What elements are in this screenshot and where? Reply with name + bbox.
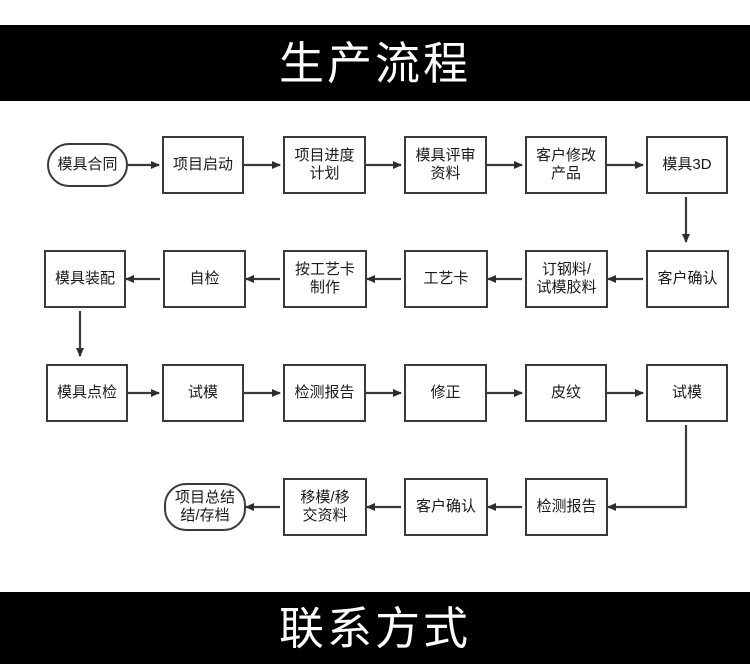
flow-node-label: 工艺卡 — [423, 270, 469, 288]
flow-node-label: 试模 — [187, 384, 218, 402]
flow-node-label: 模具合同 — [57, 156, 118, 174]
flow-node-r3c5[interactable]: 皮纹 — [525, 364, 607, 422]
flow-node-label: 移模/移 交资料 — [300, 489, 350, 524]
flow-node-r3c3[interactable]: 检测报告 — [283, 364, 366, 422]
flow-node-label: 项目总结 结/存档 — [174, 489, 235, 524]
flow-node-r4c4[interactable]: 客户确认 — [404, 478, 488, 536]
page-title: 生产流程 — [278, 37, 471, 89]
flow-node-r3c4[interactable]: 修正 — [404, 364, 487, 422]
flow-node-r2c2[interactable]: 自检 — [163, 250, 246, 308]
flow-node-label: 项目启动 — [172, 156, 233, 174]
flow-node-r3c6[interactable]: 试模 — [646, 364, 728, 422]
header-banner: 生产流程 — [0, 25, 750, 101]
flow-node-r1c3[interactable]: 项目进度 计划 — [283, 136, 366, 194]
flow-node-r1c5[interactable]: 客户修改 产品 — [525, 136, 607, 194]
flowchart-canvas: 模具合同 项目启动 项目进度 计划 模具评审 资料 客户修改 产品 模具3D 模… — [0, 101, 750, 592]
flow-node-r1c1[interactable]: 模具合同 — [47, 143, 128, 187]
flow-node-label: 检测报告 — [294, 384, 355, 402]
flow-node-label: 模具3D — [662, 156, 712, 174]
flow-node-r1c2[interactable]: 项目启动 — [162, 136, 244, 194]
flow-node-r3c2[interactable]: 试模 — [162, 364, 244, 422]
footer-banner: 联系方式 — [0, 592, 750, 664]
flow-node-label: 订钢料/ 试模胶料 — [536, 261, 597, 296]
flow-node-r3c1[interactable]: 模具点检 — [46, 364, 128, 422]
flow-node-label: 修正 — [430, 384, 461, 402]
flow-node-label: 模具点检 — [56, 384, 117, 402]
flow-node-label: 按工艺卡 制作 — [294, 261, 355, 296]
flow-node-label: 检测报告 — [536, 498, 597, 516]
flow-node-label: 客户确认 — [415, 498, 476, 516]
flow-node-label: 自检 — [189, 270, 220, 288]
flow-node-r2c3[interactable]: 按工艺卡 制作 — [283, 250, 367, 308]
flow-arrows-layer — [76, 161, 690, 511]
flow-node-r2c1[interactable]: 模具装配 — [44, 250, 126, 308]
flow-node-label: 模具评审 资料 — [415, 147, 476, 182]
flow-node-r2c6[interactable]: 客户确认 — [646, 250, 729, 308]
flow-node-r2c5[interactable]: 订钢料/ 试模胶料 — [525, 250, 608, 308]
flow-node-r1c4[interactable]: 模具评审 资料 — [404, 136, 487, 194]
flow-node-label: 客户修改 产品 — [535, 147, 596, 182]
flow-node-r4c3[interactable]: 移模/移 交资料 — [283, 478, 367, 536]
flow-node-r4c2[interactable]: 项目总结 结/存档 — [164, 483, 246, 531]
flow-node-label: 试模 — [671, 384, 702, 402]
flow-node-r1c6[interactable]: 模具3D — [646, 136, 728, 194]
flow-node-r2c4[interactable]: 工艺卡 — [404, 250, 488, 308]
flow-node-label: 客户确认 — [657, 270, 718, 288]
flow-node-label: 项目进度 计划 — [294, 147, 355, 182]
connector-r3c6-r4c5 — [607, 425, 688, 511]
flow-node-r4c5[interactable]: 检测报告 — [525, 478, 608, 536]
flow-node-label: 皮纹 — [550, 384, 581, 402]
flow-node-label: 模具装配 — [54, 270, 115, 288]
footer-title: 联系方式 — [278, 602, 471, 654]
